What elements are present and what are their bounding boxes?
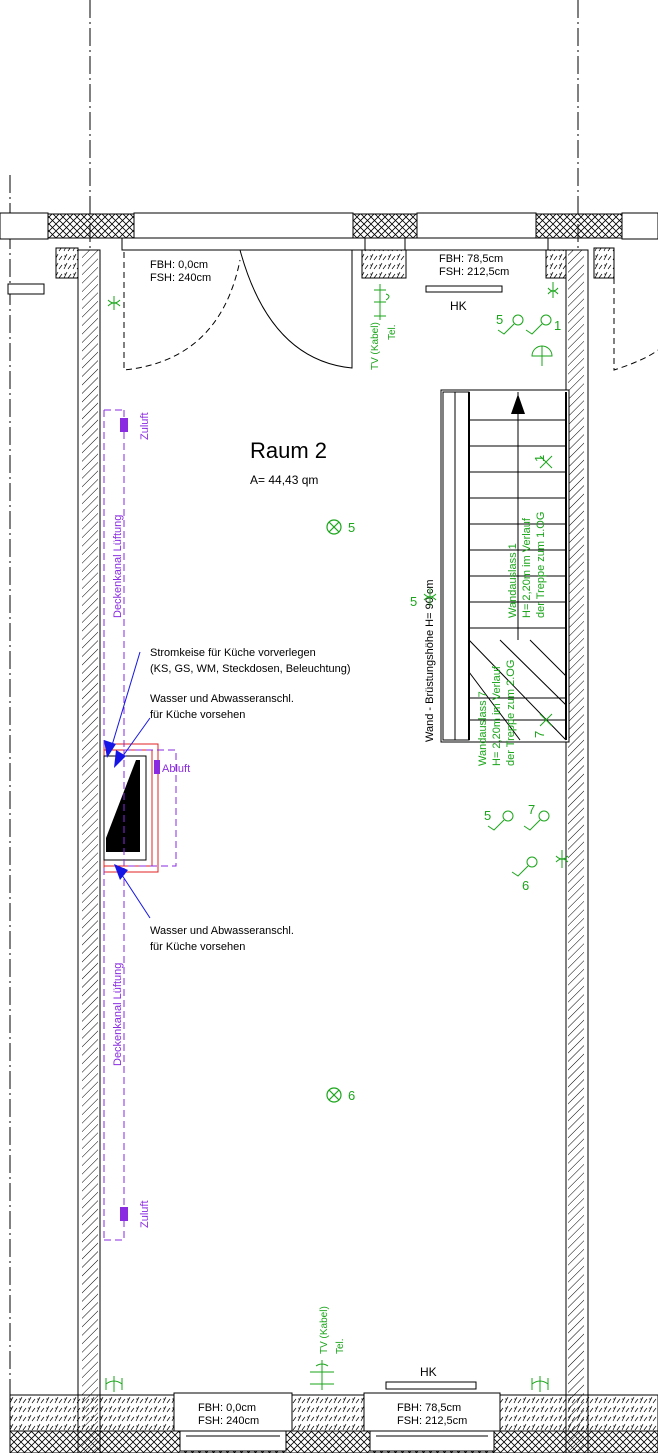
opening-label-bottom-left: FBH: 0,0cm FSH: 240cm [198,1402,259,1427]
note-water-bottom-line1: Wasser und Abwasseranschl. [150,925,294,937]
svg-text:FSH: 240cm: FSH: 240cm [198,1415,259,1427]
svg-text:FSH: 212,5cm: FSH: 212,5cm [397,1415,467,1427]
zuluft-top-label: Zuluft [139,412,151,440]
svg-text:der Treppe zum 1.OG: der Treppe zum 1.OG [535,512,547,618]
note-water-bottom-line2: für Küche vorsehen [150,941,245,953]
tv-bottom-label: TV (Kabel) [319,1306,330,1354]
svg-text:Wandauslass 7: Wandauslass 7 [477,691,489,766]
heater-top-label: HK [450,299,467,313]
svg-text:Wandauslass 1: Wandauslass 1 [507,543,519,618]
arrow-head-water-bottom [114,864,128,880]
svg-text:FSH: 240cm: FSH: 240cm [150,272,211,284]
note-water-top-line2: für Küche vorsehen [150,709,245,721]
opening-label-top-right: FBH: 78,5cm FSH: 212,5cm [439,253,509,278]
stair-direction-arrow [511,394,525,414]
note-water-top-line1: Wasser und Abwasseranschl. [150,693,294,705]
svg-text:5: 5 [496,312,503,327]
ceiling-light-5-number: 5 [348,520,355,535]
electrical-symbols [105,282,569,1392]
arrow-head-power [104,740,116,758]
svg-text:FBH: 78,5cm: FBH: 78,5cm [397,1402,461,1414]
room-name: Raum 2 [250,438,327,463]
note-power-line1: Stromkeise für Küche vorverlegen [150,647,316,659]
arrow-head-water-top [114,750,126,768]
zuluft-bottom-label: Zuluft [139,1200,151,1228]
svg-text:5: 5 [484,808,491,823]
wall-outlet-7-note: Wandauslass 7 H= 2,20m im Verlauf der Tr… [477,660,517,766]
opening-label-bottom-right: FBH: 78,5cm FSH: 212,5cm [397,1402,467,1427]
svg-text:1: 1 [532,455,547,462]
wall-outlet-1-note: Wandauslass 1 H= 2,20m im Verlauf der Tr… [507,512,547,618]
room-area: A= 44,43 qm [250,473,318,487]
ceiling-light-6-number: 6 [348,1088,355,1103]
heater-bottom-label: HK [420,1365,437,1379]
svg-text:5: 5 [410,594,417,609]
ceiling-light-5-icon [326,519,342,535]
ventilation-ducts [103,409,177,1241]
svg-text:7: 7 [532,731,547,738]
ceiling-light-6-icon [326,1087,342,1103]
svg-text:der Treppe zum 2.OG: der Treppe zum 2.OG [505,660,517,766]
tv-top-label: TV (Kabel) [370,322,381,370]
door-swing-solid [239,249,353,369]
svg-text:1: 1 [554,318,561,333]
tel-bottom-label: Tel. [335,1338,346,1354]
svg-text:FBH: 0,0cm: FBH: 0,0cm [150,259,208,271]
svg-text:FBH: 78,5cm: FBH: 78,5cm [439,253,503,265]
svg-text:H= 2,20m im Verlauf: H= 2,20m im Verlauf [491,665,503,766]
note-power-line2: (KS, GS, WM, Steckdosen, Beleuchtung) [150,663,351,675]
top-wall [0,212,658,295]
supply-vent-bottom [120,1207,128,1221]
svg-text:FSH: 212,5cm: FSH: 212,5cm [439,266,509,278]
kitchen-connection [103,743,160,873]
heater-bottom [385,1381,477,1390]
duct-bottom-label: Deckenkanal Lüftung [112,963,124,1066]
svg-text:FBH: 0,0cm: FBH: 0,0cm [198,1402,256,1414]
wall-parapet-note: Wand - Brüstungshöhe H= 90 cm [424,579,436,742]
staircase [440,389,570,743]
annotation-arrows [109,651,151,919]
door-swings [123,252,658,371]
svg-text:7: 7 [528,802,535,817]
heater-top [425,285,503,293]
tel-top-label: Tel. [387,324,398,340]
abluft-label: Abluft [162,763,190,775]
opening-label-top-left: FBH: 0,0cm FSH: 240cm [150,259,211,284]
duct-top-label: Deckenkanal Lüftung [112,515,124,618]
svg-text:6: 6 [522,878,529,893]
svg-text:H= 2,20m im Verlauf: H= 2,20m im Verlauf [521,517,533,618]
switch-numbers: 5 1 1 5 7 5 7 6 [410,312,561,893]
side-walls [77,249,589,1453]
bottom-wall [9,1392,658,1453]
supply-vent-top [120,418,128,432]
